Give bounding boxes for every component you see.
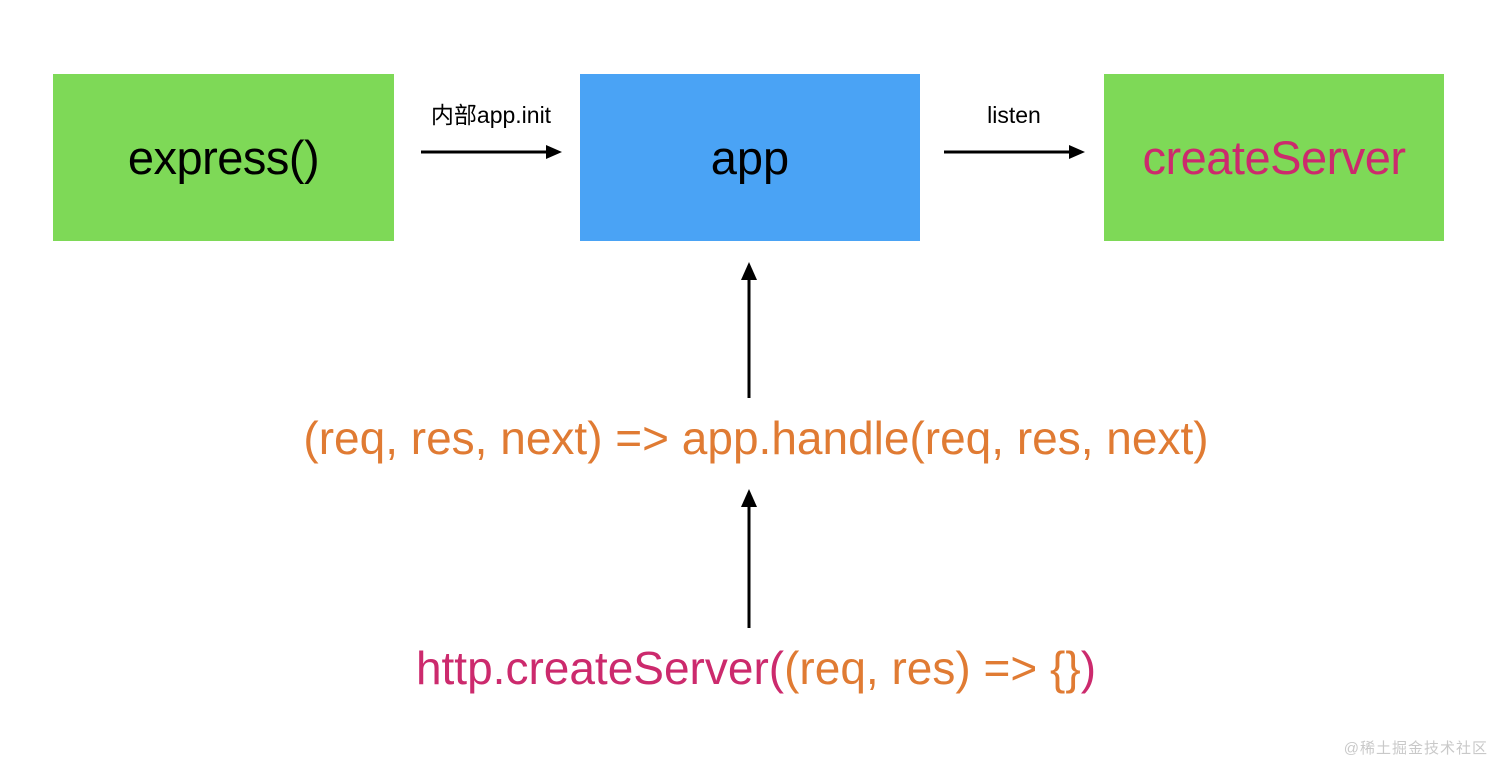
node-express[interactable]: express() <box>53 74 394 241</box>
code-line-handler-expression: (req, res, next) => app.handle(req, res,… <box>0 415 1512 461</box>
node-createserver-label: createServer <box>1142 131 1406 184</box>
code-segment-createserver-close: ) <box>1080 642 1097 694</box>
code-segment-createserver-open: http.createServer( <box>415 642 785 694</box>
node-express-label: express() <box>127 131 320 184</box>
watermark: @稀土掘金技术社区 <box>1343 740 1488 757</box>
connector-app-to-createserver-label: listen <box>987 102 1041 128</box>
node-createserver[interactable]: createServer <box>1104 74 1444 241</box>
arrow-right-icon <box>944 145 1085 159</box>
connector-express-to-app: 内部app.init <box>420 104 562 164</box>
arrow-up-icon <box>741 262 757 398</box>
connector-express-to-app-label: 内部app.init <box>430 102 552 128</box>
node-app[interactable]: app <box>580 74 920 241</box>
code-segment-createserver-callback: (req, res) => {} <box>784 642 1081 694</box>
arrow-right-icon <box>421 145 562 159</box>
node-app-label: app <box>710 131 790 184</box>
code-segment-handler: (req, res, next) => app.handle(req, res,… <box>303 412 1209 464</box>
connector-handler-to-app <box>736 262 762 398</box>
connector-app-to-createserver: listen <box>943 104 1085 164</box>
connector-createserver-call-to-handler <box>736 489 762 628</box>
code-line-createserver-call: http.createServer((req, res) => {}) <box>0 645 1512 691</box>
arrow-up-icon <box>741 489 757 628</box>
